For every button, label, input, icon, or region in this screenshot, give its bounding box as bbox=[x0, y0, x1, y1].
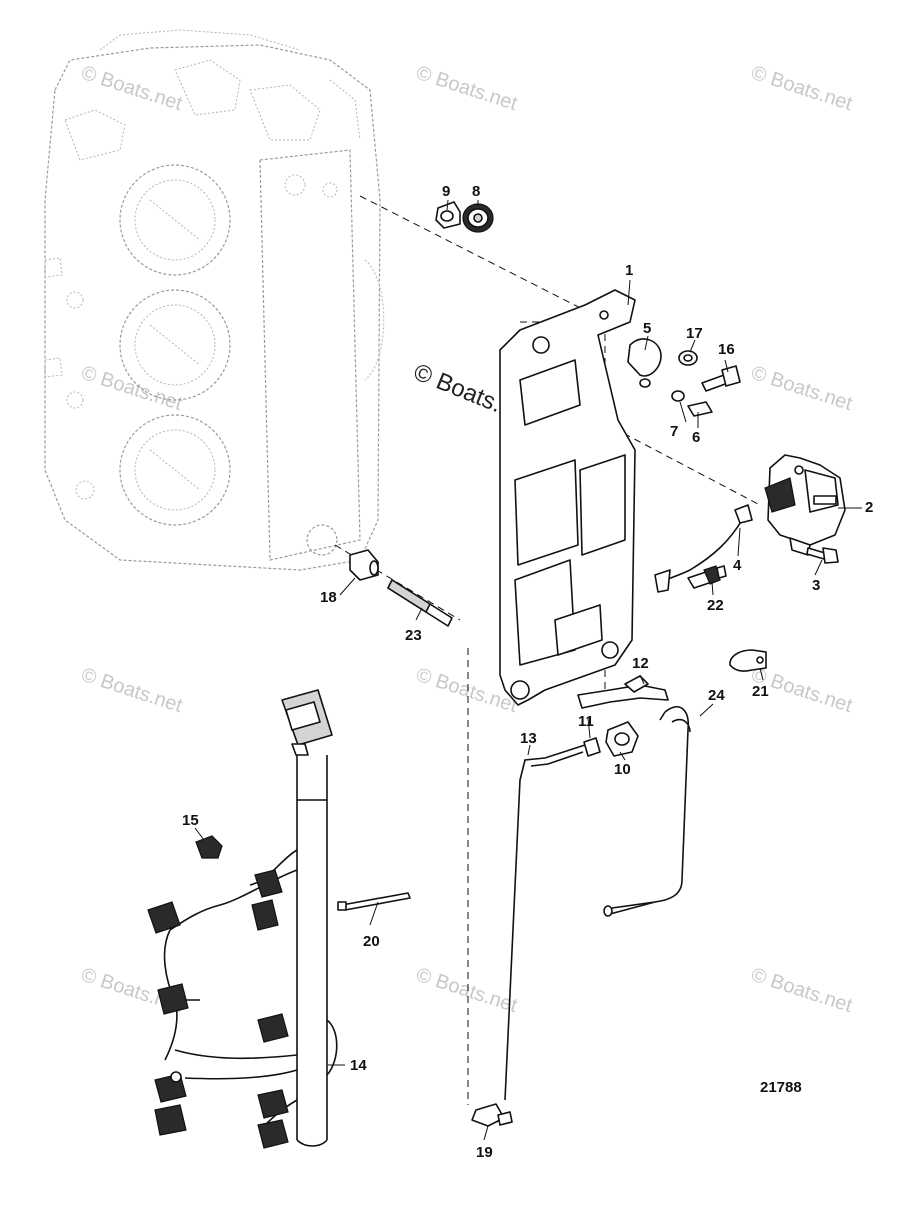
callout-16: 16 bbox=[718, 341, 735, 358]
callout-20: 20 bbox=[363, 933, 380, 950]
callout-21: 21 bbox=[752, 683, 769, 700]
watermark: © Boats.net bbox=[748, 964, 855, 1017]
watermark: © Boats.net bbox=[413, 964, 520, 1017]
callout-17: 17 bbox=[686, 325, 703, 342]
callout-9: 9 bbox=[442, 183, 450, 200]
watermark: © Boats.net bbox=[748, 362, 855, 415]
callout-4: 4 bbox=[733, 557, 742, 574]
bushings-and-bolts bbox=[627, 338, 741, 417]
callout-2: 2 bbox=[865, 499, 873, 516]
ignition-coil-bracket bbox=[499, 289, 636, 706]
callout-6: 6 bbox=[692, 429, 700, 446]
ground-lead bbox=[654, 504, 753, 593]
cable-tie bbox=[337, 892, 411, 911]
vent-hose bbox=[603, 706, 691, 917]
coil-mounting-bolt bbox=[806, 547, 839, 564]
callout-10: 10 bbox=[614, 761, 631, 778]
callout-19: 19 bbox=[476, 1144, 493, 1161]
callout-24: 24 bbox=[708, 687, 725, 704]
ignition-coil bbox=[764, 454, 846, 556]
callout-5: 5 bbox=[643, 320, 651, 337]
callout-23: 23 bbox=[405, 627, 422, 644]
fitting-and-sleeve bbox=[349, 549, 453, 627]
spark-plug bbox=[687, 565, 727, 589]
callout-7: 7 bbox=[670, 423, 678, 440]
drain-tube bbox=[504, 744, 586, 1101]
callout-22: 22 bbox=[707, 597, 724, 614]
callout-18: 18 bbox=[320, 589, 337, 606]
leader-lines bbox=[194, 199, 862, 1141]
callout-14: 14 bbox=[350, 1057, 367, 1074]
callout-15: 15 bbox=[182, 812, 199, 829]
figure-number: 21788 bbox=[760, 1079, 802, 1096]
callouts: 1 2 3 4 5 6 7 8 9 10 11 12 13 14 15 16 1… bbox=[182, 183, 873, 1161]
watermark: © Boats.net bbox=[413, 62, 520, 115]
callout-13: 13 bbox=[520, 730, 537, 747]
watermark: © Boats.net bbox=[78, 62, 185, 115]
tee-fitting bbox=[471, 1103, 513, 1127]
hose-clip bbox=[729, 649, 767, 672]
connector-plug bbox=[195, 835, 223, 859]
watermark: © Boats.net bbox=[78, 664, 185, 717]
callout-8: 8 bbox=[472, 183, 480, 200]
callout-11: 11 bbox=[578, 713, 594, 730]
callout-3: 3 bbox=[812, 577, 820, 594]
watermark: © Boats.net bbox=[78, 362, 185, 415]
watermark: © Boats.net bbox=[748, 62, 855, 115]
callout-12: 12 bbox=[632, 655, 649, 672]
wiring-harness bbox=[147, 689, 338, 1149]
engine-block bbox=[44, 29, 385, 571]
callout-1: 1 bbox=[625, 262, 633, 279]
grommet-and-spacer bbox=[435, 201, 494, 233]
